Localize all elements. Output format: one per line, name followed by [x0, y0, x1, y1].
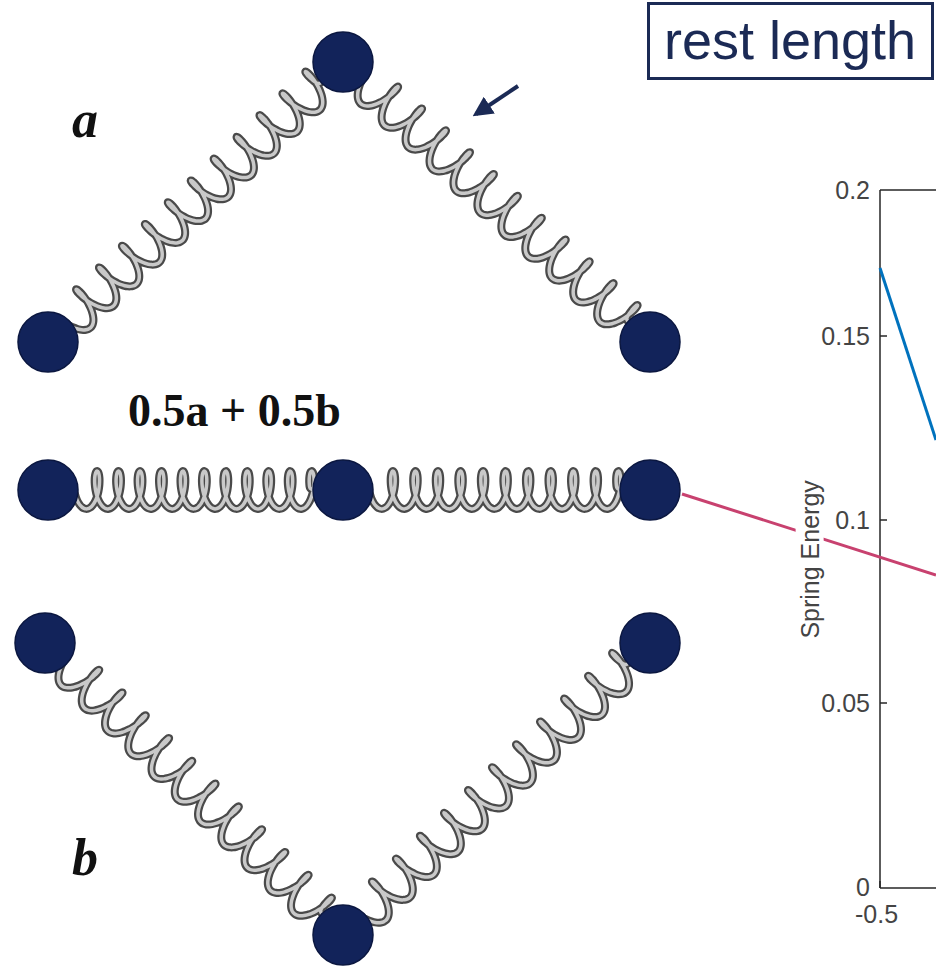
mass-dot: [313, 460, 373, 520]
figure-label: a: [72, 90, 98, 150]
mass-dot: [313, 905, 373, 965]
spring-highlight: [358, 77, 638, 327]
spring-coil: [359, 653, 634, 923]
callout-box: rest length: [647, 2, 934, 80]
figure-label: 0.5a + 0.5b: [128, 385, 341, 438]
mass-dots: [15, 32, 680, 965]
spring-coil: [58, 658, 331, 919]
spring-highlight: [70, 471, 321, 509]
y-ticks: [880, 336, 887, 703]
tick-label: 0: [790, 873, 870, 902]
spring-highlight: [359, 653, 634, 923]
callout-text: rest length: [664, 11, 917, 70]
callout-arrow: [476, 86, 518, 114]
x-axis: [880, 887, 936, 889]
spring-coil: [358, 77, 638, 327]
spring-coil: [64, 72, 327, 330]
x-tick: [879, 881, 881, 888]
springs: [58, 72, 637, 923]
y-axis: [879, 190, 881, 888]
mass-dot: [18, 460, 78, 520]
axis-title: Spring Energy: [796, 439, 825, 679]
mass-dot: [620, 613, 680, 673]
mass-dot: [313, 32, 373, 92]
spring-highlight: [64, 72, 327, 330]
tick-label: 0.2: [790, 176, 870, 205]
mass-dot: [15, 613, 75, 673]
spring-coil: [365, 471, 628, 509]
figure-label: b: [72, 828, 98, 888]
axis-title-text: Spring Energy: [796, 477, 824, 641]
spring-highlight: [365, 471, 628, 509]
energy-curve: [880, 268, 936, 440]
mass-dot: [18, 312, 78, 372]
tick-label: 0.05: [790, 689, 870, 718]
tick-label: 0.15: [790, 322, 870, 351]
plot-frame: [880, 189, 936, 191]
mass-dot: [620, 312, 680, 372]
mass-dot: [620, 460, 680, 520]
spring-highlight: [58, 658, 331, 919]
tick-label: 0.1: [790, 506, 870, 535]
spring-coil: [70, 471, 321, 509]
tick-label: -0.5: [855, 900, 898, 929]
